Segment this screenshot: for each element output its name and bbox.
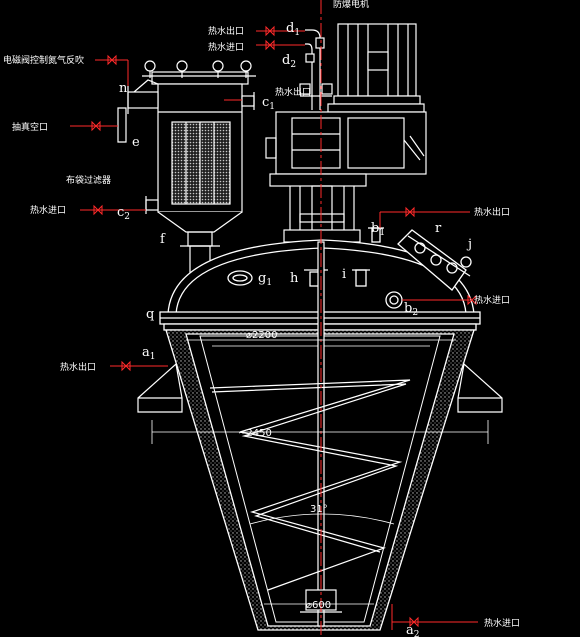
- solenoid-nitrogen-label: 电磁阀控制氮气反吹: [3, 54, 84, 66]
- dim-bottom-diameter: ⌀600: [306, 600, 331, 611]
- hot-water-in-top-label: 热水进口: [208, 41, 244, 53]
- gearbox: [265, 111, 427, 175]
- callout-c1: c1: [262, 95, 275, 112]
- callout-n: n: [119, 81, 128, 96]
- valves: [91, 25, 477, 628]
- support-lugs: [137, 362, 503, 413]
- callout-b1: b1: [371, 221, 385, 238]
- dim-top-diameter: ⌀2200: [246, 330, 277, 341]
- dim-mid-width: ~2450: [238, 428, 272, 439]
- callout-j: j: [466, 237, 472, 252]
- shaft-bridge: [269, 173, 367, 243]
- callout-d1: d1: [286, 21, 300, 38]
- callout-e: e: [132, 135, 140, 150]
- vacuum-port-label: 抽真空口: [12, 121, 48, 133]
- callout-g1: g1: [258, 271, 272, 288]
- hot-water-in-right-label: 热水进口: [474, 294, 510, 306]
- callout-q: q: [146, 307, 154, 322]
- callout-a1: a1: [142, 345, 156, 362]
- callout-d2: d2: [282, 53, 296, 70]
- dim-angle: 31°: [310, 504, 328, 515]
- bag-filter-label: 布袋过滤器: [66, 174, 111, 186]
- bag-filter: [117, 60, 256, 281]
- motor-label: 防爆电机: [333, 0, 369, 10]
- callout-f: f: [160, 232, 166, 247]
- callout-b2: b2: [404, 301, 418, 318]
- explosion-proof-motor: [327, 23, 425, 113]
- dimension-lines: [151, 339, 489, 605]
- top-pipes: [299, 29, 333, 110]
- hot-water-out-a1-label: 热水出口: [60, 361, 96, 373]
- callout-a2: a2: [406, 623, 420, 637]
- pipelines: [70, 30, 478, 630]
- callout-h: h: [290, 271, 299, 286]
- hot-water-out-top-label: 热水出口: [208, 25, 244, 37]
- hot-water-out-right-label: 热水出口: [474, 206, 510, 218]
- callout-i: i: [342, 267, 346, 282]
- callout-r: r: [435, 221, 442, 236]
- callout-c2: c2: [117, 205, 130, 222]
- hot-water-in-filter-label: 热水进口: [30, 204, 66, 216]
- hot-water-out-c1-label: 热水出口: [275, 86, 311, 98]
- hot-water-in-bottom-label: 热水进口: [484, 617, 520, 629]
